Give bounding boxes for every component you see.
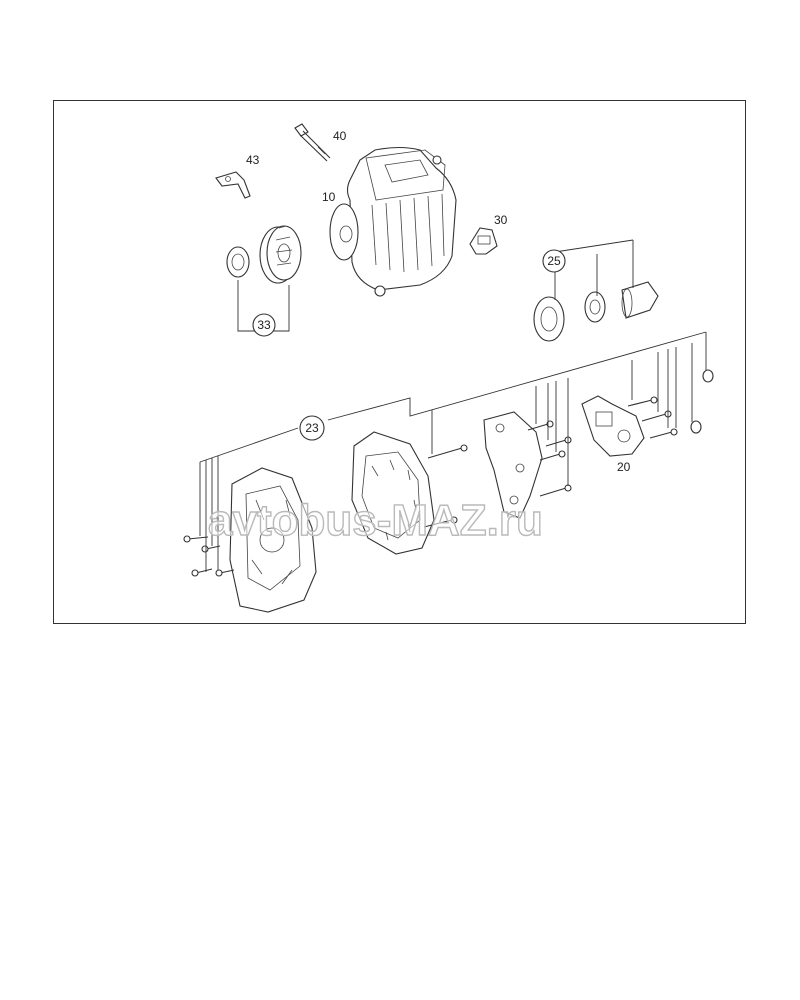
label-30: 30 xyxy=(494,213,508,227)
screws xyxy=(183,369,714,577)
part-25-bearing-set xyxy=(533,281,659,342)
part-23-stator xyxy=(351,431,435,555)
part-10-alternator xyxy=(329,146,457,297)
leader-lines xyxy=(199,239,707,572)
label-40: 40 xyxy=(333,129,347,143)
label-20: 20 xyxy=(617,460,631,474)
label-33: 33 xyxy=(257,318,271,332)
part-43-bracket xyxy=(215,171,251,199)
part-23-rectifier xyxy=(483,411,543,519)
part-20-regulator xyxy=(581,395,645,457)
callout-circle-23 xyxy=(299,415,325,441)
diagram-frame xyxy=(53,100,746,624)
callout-circle-33 xyxy=(252,313,276,337)
label-43: 43 xyxy=(246,153,260,167)
part-30-connector xyxy=(469,227,498,255)
callout-circle-25 xyxy=(542,249,566,273)
part-23-housing xyxy=(229,467,317,613)
label-10: 10 xyxy=(322,190,336,204)
part-40-bolt xyxy=(294,123,331,162)
part-33-pulley-set xyxy=(226,225,302,284)
watermark-text: avtobus-MAZ.ru xyxy=(208,496,543,545)
label-23: 23 xyxy=(305,421,319,435)
label-25: 25 xyxy=(547,254,561,268)
